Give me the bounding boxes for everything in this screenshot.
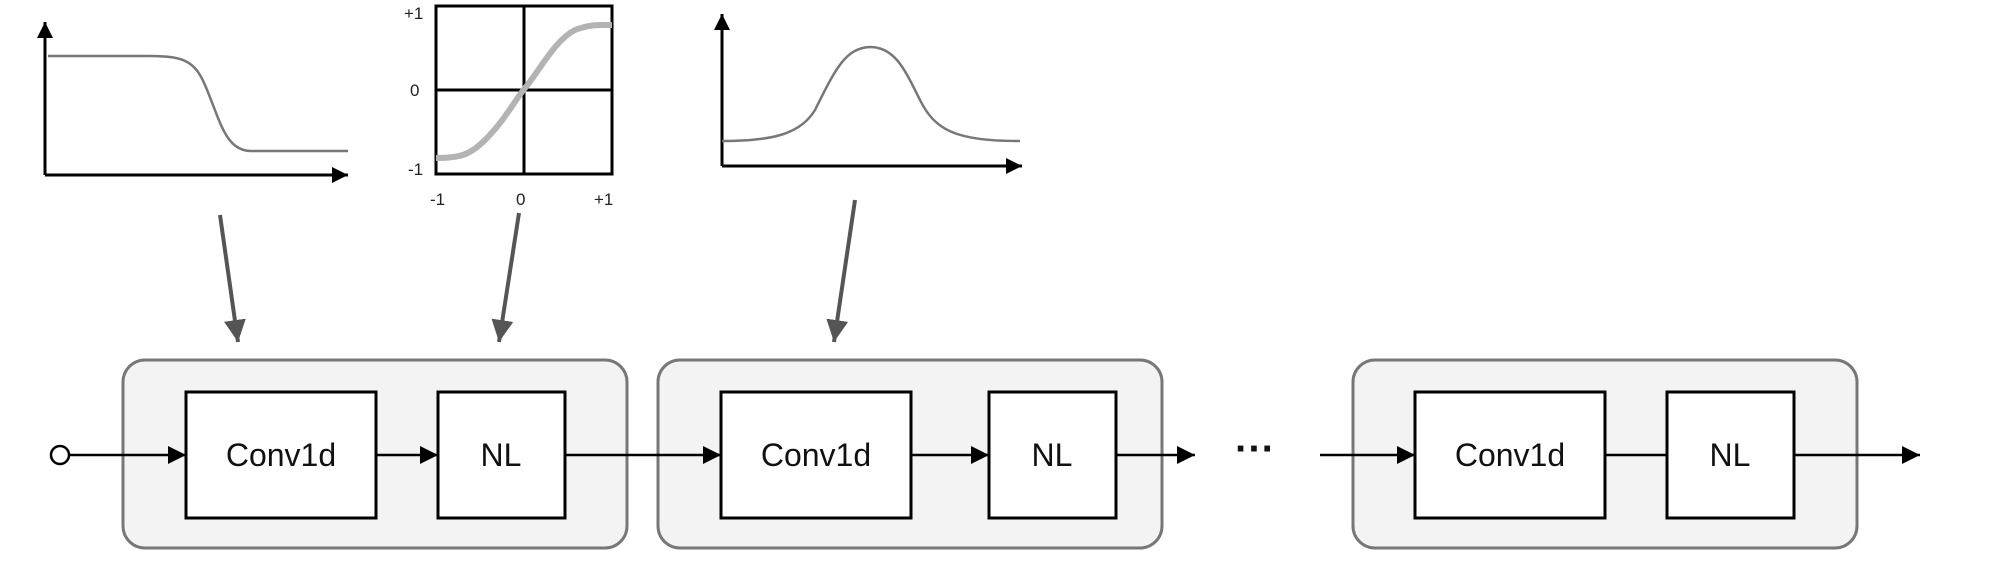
conv-label-2: Conv1d: [761, 437, 871, 473]
tanh-x-tick-left: -1: [430, 190, 445, 209]
bump-curve: [721, 45, 1021, 143]
conv-label-3: Conv1d: [1455, 437, 1565, 473]
step-curve-plot: [37, 22, 348, 183]
bump-curve-plot: [714, 14, 1022, 174]
tanh-curve: [435, 21, 613, 161]
conv-box-2: [719, 390, 913, 520]
tanh-x-tick-mid: 0: [516, 190, 525, 209]
step-curve: [48, 54, 348, 153]
conv-box-1: [184, 390, 378, 520]
nl-label-1: NL: [481, 437, 522, 473]
pointer-arrow-conv1: [218, 214, 246, 343]
tanh-y-tick-mid: 0: [410, 81, 419, 100]
pointer-arrow-nl1: [491, 212, 521, 343]
nl-label-2: NL: [1032, 437, 1073, 473]
tanh-plot: +1 0 -1 -1 0 +1: [404, 4, 614, 209]
tanh-x-tick-right: +1: [594, 190, 613, 209]
nl-box-3: [1665, 390, 1796, 520]
ellipsis: ···: [1235, 427, 1275, 471]
input-node: [49, 444, 71, 466]
pointer-arrow-conv2: [826, 199, 857, 343]
conv-label-1: Conv1d: [226, 437, 336, 473]
tanh-y-tick-top: +1: [404, 4, 423, 23]
nl-label-3: NL: [1710, 437, 1751, 473]
tanh-y-tick-bottom: -1: [408, 160, 423, 179]
